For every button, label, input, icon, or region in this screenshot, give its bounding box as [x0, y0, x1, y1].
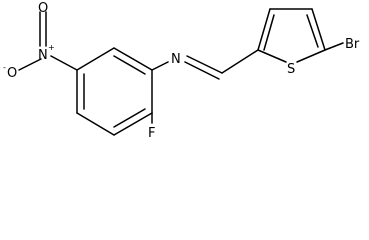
molecule-diagram: O - N + O N S Br F — [3, 1, 360, 141]
atom-label-nitro-oxygen: O — [38, 1, 48, 16]
thiophene-ring — [257, 8, 344, 63]
atom-label-sulfur: S — [287, 62, 295, 77]
bond-ring-c1-c2 — [113, 47, 153, 71]
bond-thio-c2-c3-inner — [263, 14, 275, 51]
bond-imine-double-a — [186, 55, 223, 74]
bond-imine-thiophene — [221, 49, 259, 74]
bond-ring-c4-c5 — [76, 112, 115, 136]
bond-ring-c2-c3 — [76, 47, 115, 71]
bond-thio-bromine — [324, 42, 344, 51]
bond-ring-inner-1 — [113, 55, 146, 75]
atom-label-bromine: Br — [345, 37, 360, 52]
bond-ring-imine-n — [151, 61, 169, 71]
bond-thio-c2-c3 — [257, 8, 271, 51]
atom-charge-oxide: - — [3, 63, 6, 72]
atom-label-fluorine: F — [148, 126, 155, 141]
atom-label-imine-nitrogen: N — [171, 52, 181, 67]
bond-imine-double-b — [184, 61, 220, 80]
nitro-group — [18, 11, 78, 71]
atom-label-oxide-oxygen: O — [7, 66, 17, 81]
imine-linkage — [151, 49, 259, 80]
bond-ring-inner-3 — [113, 108, 146, 128]
atom-charge-nitro: + — [48, 43, 55, 52]
benzene-ring — [76, 47, 153, 136]
bond-nitro-oxide — [18, 58, 42, 71]
bond-thio-c4-c5 — [311, 8, 326, 51]
bond-thio-s-c2 — [257, 49, 287, 63]
bond-ring-nitro — [50, 55, 78, 71]
bond-thio-c4-c5-inner — [306, 14, 319, 48]
bond-ring-c5-c6 — [113, 112, 153, 136]
atom-label-nitro-nitrogen: N — [38, 48, 48, 63]
bond-thio-c5-s — [296, 49, 326, 63]
